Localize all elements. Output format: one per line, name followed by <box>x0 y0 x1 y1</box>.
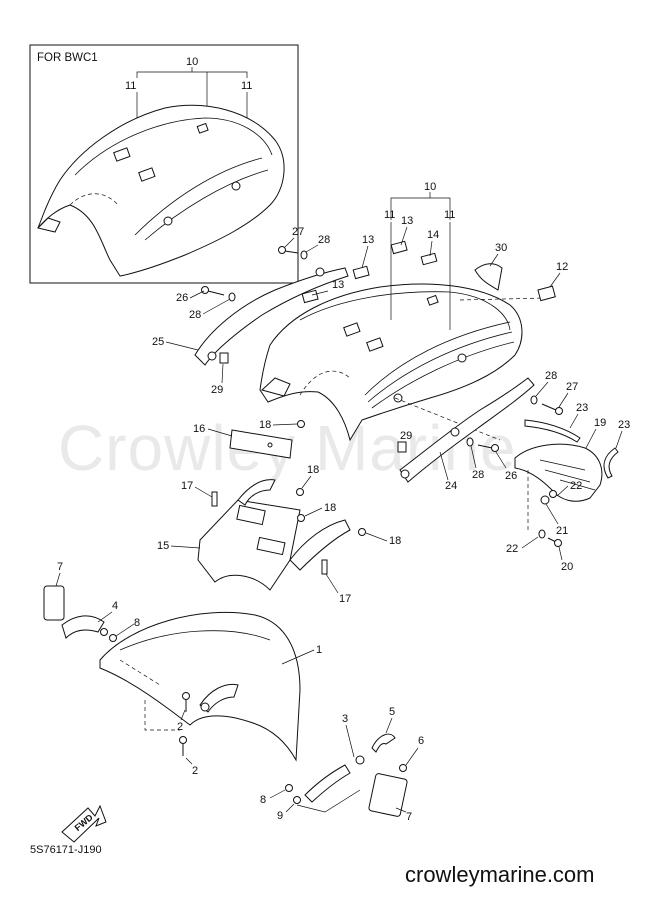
part-30-clip <box>474 263 503 291</box>
callout-11a: 11 <box>384 209 395 221</box>
callout-8b: 8 <box>260 794 266 806</box>
part-7-reflector-b <box>368 773 408 817</box>
callout-19: 19 <box>594 417 606 429</box>
footer-site: crowleymarine.com <box>405 862 595 887</box>
callout-28b: 28 <box>189 309 201 321</box>
inset-title: FOR BWC1 <box>37 52 98 64</box>
part-19-bracket <box>514 443 603 502</box>
callouts: 10 11 11 13 13 13 14 30 12 27 28 26 28 2… <box>55 181 630 823</box>
callout-3: 3 <box>342 713 348 725</box>
part-17-pin-a <box>211 491 218 507</box>
callout-23b: 23 <box>618 419 630 431</box>
callout-18c: 18 <box>324 502 336 514</box>
callout-6: 6 <box>418 735 424 747</box>
callout-7b: 7 <box>406 811 412 823</box>
callout-1: 1 <box>316 644 322 656</box>
rear-fender <box>259 283 546 442</box>
callout-28d: 28 <box>472 469 484 481</box>
callout-29a: 29 <box>211 384 223 396</box>
callout-8a: 8 <box>134 617 140 629</box>
callout-10: 10 <box>424 181 436 193</box>
callout-17b: 17 <box>339 593 351 605</box>
stickers <box>301 240 438 304</box>
part-4-bracket <box>61 615 105 639</box>
callout-24: 24 <box>445 480 457 492</box>
inset-label-10: 10 <box>186 56 198 68</box>
callout-26b: 26 <box>505 470 517 482</box>
inset-label-11a: 11 <box>125 80 136 92</box>
callout-22b: 22 <box>506 543 518 555</box>
callout-13a: 13 <box>401 215 413 227</box>
callout-27b: 27 <box>566 381 578 393</box>
part-7-reflector-a <box>43 585 65 621</box>
callout-26a: 26 <box>176 292 188 304</box>
callout-18a: 18 <box>259 419 271 431</box>
callout-18d: 18 <box>389 535 401 547</box>
callout-28c: 28 <box>545 370 557 382</box>
bolts-upper-right <box>466 395 563 452</box>
part-23-band-a <box>524 419 581 443</box>
callout-13c: 13 <box>332 279 344 291</box>
inset-rear-fender <box>37 104 285 277</box>
part-23-band-b <box>603 447 619 479</box>
part-16-plate <box>229 429 293 459</box>
callout-5: 5 <box>389 706 395 718</box>
callout-20: 20 <box>561 561 573 573</box>
callout-12: 12 <box>556 261 568 273</box>
callout-4: 4 <box>112 600 118 612</box>
bolts-upper-left <box>201 246 308 302</box>
inset-box: FOR BWC1 10 11 11 <box>29 44 299 284</box>
callout-27a: 27 <box>292 226 304 238</box>
part-24-stay <box>399 377 535 483</box>
callout-7a: 7 <box>57 561 63 573</box>
part-12-grommet <box>537 285 556 302</box>
callout-9: 9 <box>277 810 283 822</box>
callout-2b: 2 <box>192 765 198 777</box>
callout-13b: 13 <box>362 234 374 246</box>
part-29-nut-b <box>397 441 407 453</box>
part-29-nut-a <box>219 352 229 364</box>
inset-label-11b: 11 <box>241 80 252 92</box>
callout-30: 30 <box>495 242 507 254</box>
callout-14: 14 <box>427 229 439 241</box>
part-3-stay <box>304 764 351 803</box>
callout-21: 21 <box>556 525 568 537</box>
callout-2a: 2 <box>177 721 183 733</box>
nuts-18 <box>296 420 366 536</box>
diagram-code: 5S76171-J190 <box>30 844 102 856</box>
callout-18b: 18 <box>307 464 319 476</box>
bolts-2 <box>179 692 190 756</box>
part-17-pin-b <box>321 559 328 575</box>
front-fender <box>99 612 301 762</box>
callout-16: 16 <box>193 423 205 435</box>
callout-11b: 11 <box>444 209 455 221</box>
callout-28a: 28 <box>318 234 330 246</box>
callout-25: 25 <box>152 336 164 348</box>
callout-29b: 29 <box>400 430 412 442</box>
callout-23a: 23 <box>576 402 588 414</box>
bolts-lower-right <box>527 470 562 547</box>
callout-22a: 22 <box>570 480 582 492</box>
part-15-bracket <box>197 499 301 591</box>
part-5-clip <box>371 733 396 753</box>
callout-15: 15 <box>157 540 169 552</box>
callout-17a: 17 <box>181 480 193 492</box>
fwd-arrow-icon: FWD <box>61 804 107 843</box>
